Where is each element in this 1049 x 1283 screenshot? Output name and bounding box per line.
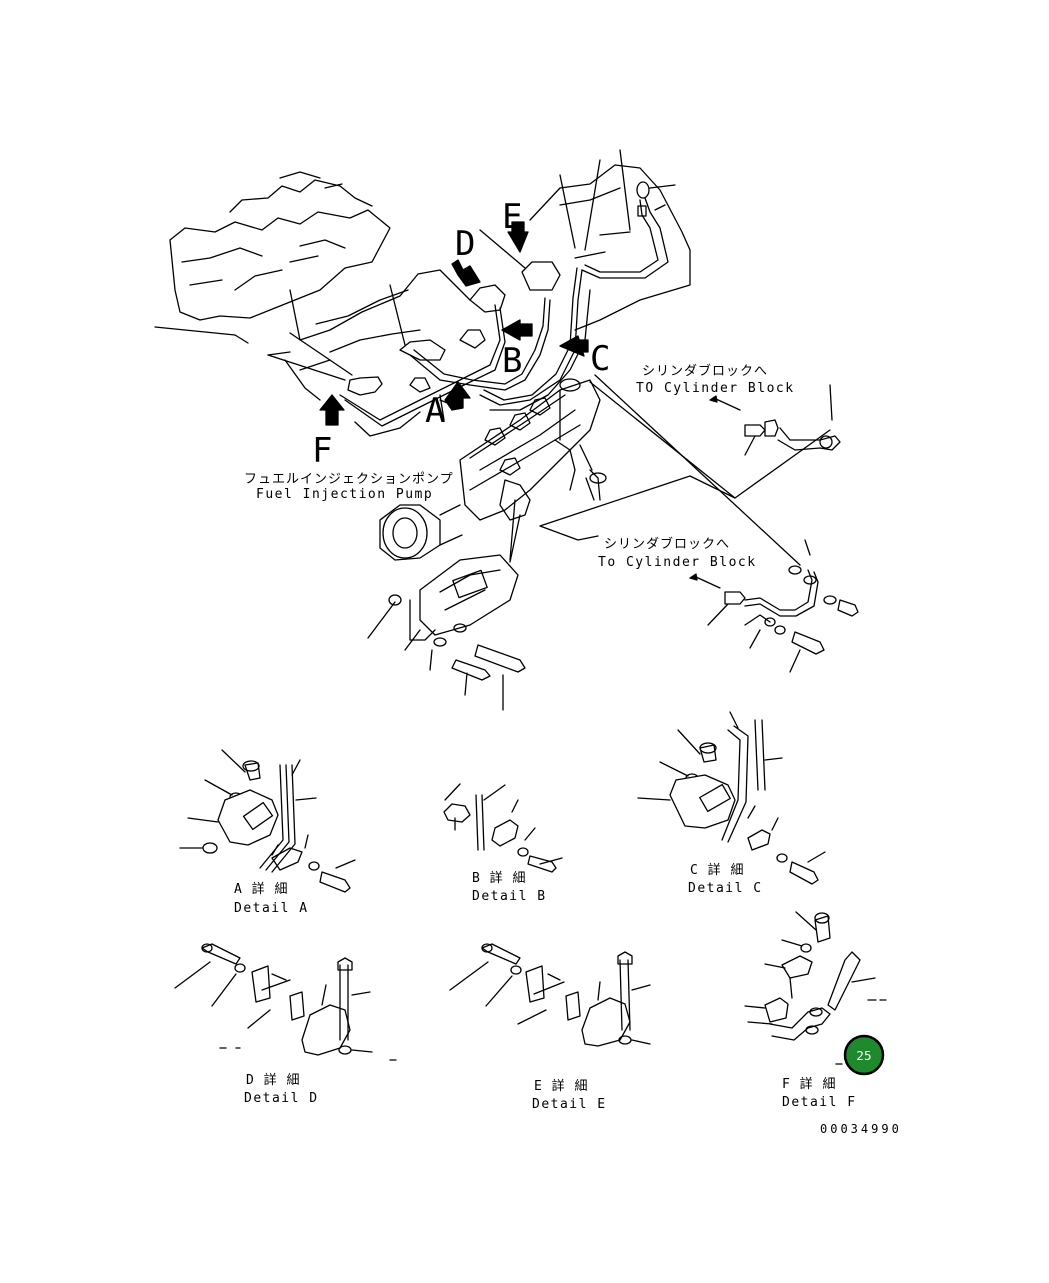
pointer-letter-b: B — [502, 341, 522, 381]
to-cylinder-block-upper-en: TO Cylinder Block — [636, 381, 795, 396]
upper-connector-parts — [709, 384, 841, 456]
detail-c-title-jp: C 詳 細 — [690, 862, 744, 878]
fuel-pipes — [267, 174, 591, 437]
pointer-letter-c: C — [590, 339, 610, 379]
pointer-letter-f: F — [312, 431, 332, 471]
detail-d-title-jp: D 詳 細 — [246, 1072, 300, 1088]
detail-a-title-jp: A 詳 細 — [234, 881, 288, 897]
fuel-pump-label-jp: フュエルインジェクションポンプ — [244, 472, 454, 487]
pointer-arrows — [319, 221, 589, 426]
pointer-letter-d: D — [455, 224, 475, 264]
detail-b-drawing — [443, 783, 563, 873]
detail-a-title-en: Detail A — [234, 901, 309, 916]
to-cylinder-block-lower-en: To Cylinder Block — [598, 555, 757, 570]
detail-c-drawing — [637, 711, 826, 885]
engine-block-sketch — [154, 171, 471, 401]
fuel-injection-pump — [367, 378, 607, 711]
detail-e-title-jp: E 詳 細 — [534, 1078, 588, 1094]
cylinder-block-sketch — [529, 149, 691, 331]
callout-badge-number: 25 — [856, 1049, 871, 1063]
detail-d-drawing — [174, 943, 397, 1061]
to-cylinder-block-upper-jp: シリンダブロックへ — [642, 363, 768, 379]
callout-badge[interactable]: 25 — [843, 1034, 885, 1076]
detail-b-title-en: Detail B — [472, 889, 547, 904]
detail-b-title-jp: B 詳 細 — [472, 870, 526, 886]
to-cylinder-block-lower-jp: シリンダブロックへ — [604, 536, 730, 552]
detail-f-title-en: Detail F — [782, 1095, 857, 1110]
detail-a-drawing — [179, 749, 356, 893]
detail-f-title-jp: F 詳 細 — [782, 1076, 836, 1092]
detail-c-title-en: Detail C — [688, 881, 763, 896]
detail-d-title-en: Detail D — [244, 1091, 319, 1106]
routing-lines — [539, 374, 831, 566]
pointer-letter-e: E — [502, 197, 522, 237]
lower-connector-parts — [689, 539, 859, 673]
fuel-pump-label-en: Fuel Injection Pump — [256, 487, 433, 502]
detail-e-title-en: Detail E — [532, 1097, 607, 1112]
drawing-number: 00034990 — [820, 1122, 902, 1136]
detail-e-drawing — [449, 943, 651, 1047]
pointer-letter-a: A — [425, 391, 445, 431]
detail-f-drawing — [744, 911, 887, 1065]
